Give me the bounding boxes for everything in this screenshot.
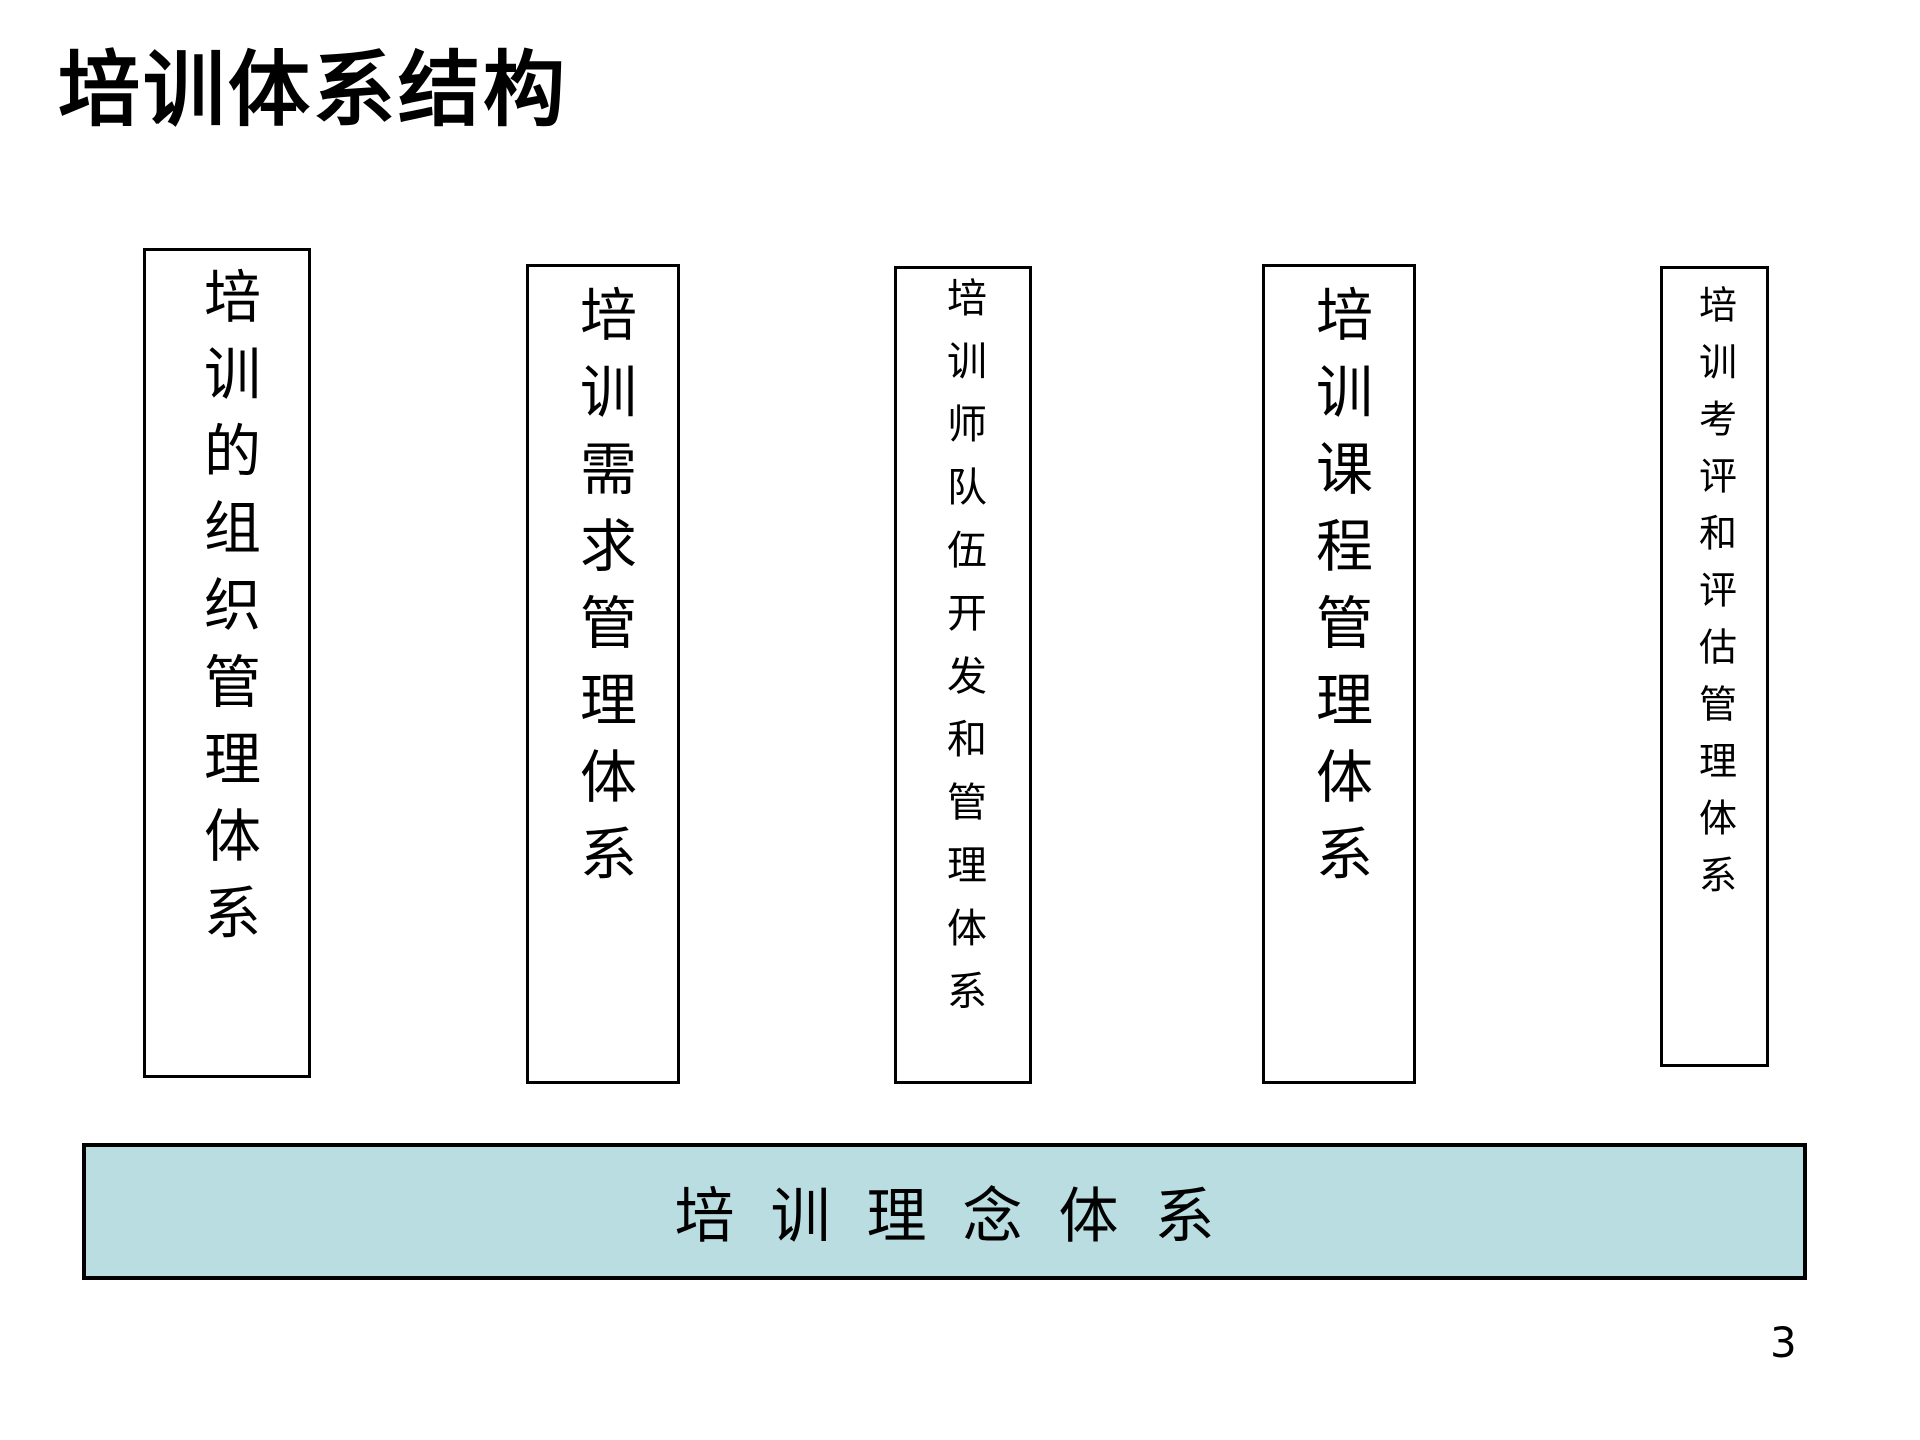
pillar-label: 培训的组织管理体系 [194, 267, 261, 960]
pillar-label: 培训需求管理体系 [570, 285, 637, 901]
pillar-box-training-organization-management: 培训的组织管理体系 [143, 248, 311, 1078]
pillar-label: 培训课程管理体系 [1306, 285, 1373, 901]
slide-title: 培训体系结构 [58, 43, 569, 138]
base-bar-label: 培训理念体系 [674, 1182, 1251, 1252]
pillar-label: 培训考评和评估管理体系 [1692, 285, 1737, 912]
pillar-box-trainer-team-development-and-management: 培训师队伍开发和管理体系 [894, 266, 1032, 1084]
page-number: 3 [1770, 1318, 1797, 1367]
pillar-box-training-course-management: 培训课程管理体系 [1262, 264, 1416, 1084]
pillar-box-training-needs-management: 培训需求管理体系 [526, 264, 680, 1084]
pillar-box-training-assessment-and-evaluation-management: 培训考评和评估管理体系 [1660, 266, 1769, 1067]
base-bar-training-philosophy-system: 培训理念体系 [82, 1143, 1807, 1280]
pillar-label: 培训师队伍开发和管理体系 [940, 277, 986, 1033]
